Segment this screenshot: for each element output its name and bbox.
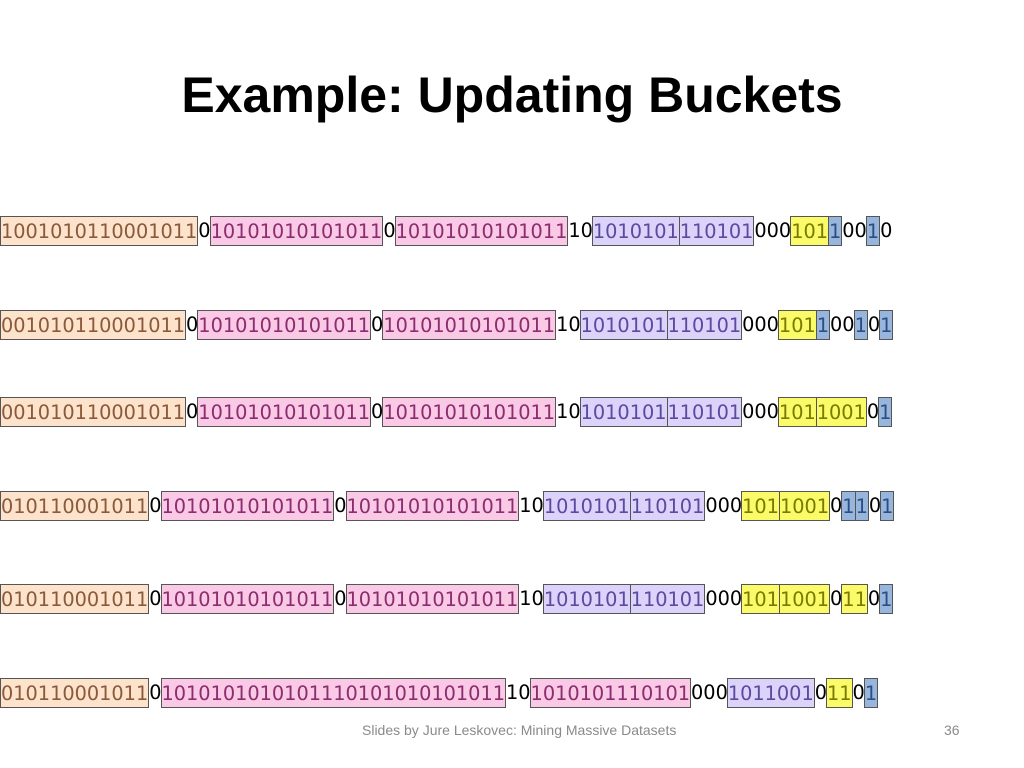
stream-bits: 10 <box>568 219 593 242</box>
bucket-yellow: 1001 <box>778 491 831 521</box>
stream-bits: 00 <box>842 219 867 242</box>
bucket-orange: 001010110001011 <box>0 310 187 340</box>
stream-bits: 0 <box>880 219 893 242</box>
bucket-orange: 001010110001011 <box>0 397 187 427</box>
bucket-orange: 010110001011 <box>0 678 150 708</box>
stream-bits: 10 <box>519 494 544 517</box>
stream-bits: 0 <box>867 313 881 336</box>
bucket-blue: 1 <box>879 310 894 340</box>
bucket-blue: 1 <box>880 491 895 521</box>
stream-bits: 0 <box>868 494 882 517</box>
stream-bits: 0 <box>149 494 162 517</box>
bucket-pink: 10101010101011 <box>345 584 520 614</box>
bucket-yellow: 1001 <box>815 397 867 427</box>
bucket-pink: 10101010101011 <box>160 491 335 521</box>
bucket-blue: 1 <box>828 216 843 246</box>
bucket-lavender: 110101 <box>629 491 706 521</box>
bucket-pink: 1010101110101 <box>529 678 692 708</box>
stream-bits: 000 <box>754 219 792 242</box>
stream-bits: 0 <box>814 681 827 704</box>
bucket-yellow: 11 <box>841 584 868 614</box>
stream-bits: 0 <box>867 587 881 610</box>
stream-bits: 0 <box>334 587 347 610</box>
stream-bits: 000 <box>705 494 743 517</box>
stream-bits: 0 <box>830 587 843 610</box>
stream-row-5: 0101100010110101010101010110101010101010… <box>0 584 894 614</box>
stream-bits: 0 <box>198 219 211 242</box>
bucket-yellow: 101 <box>790 216 829 246</box>
bucket-blue: 1 <box>879 584 894 614</box>
bucket-blue: 1 <box>841 491 856 521</box>
slide-title: Example: Updating Buckets <box>181 67 843 123</box>
bucket-yellow: 101 <box>777 397 817 427</box>
bucket-lavender: 1010101 <box>579 397 668 427</box>
bucket-pink: 10101010101011 <box>209 216 384 246</box>
stream-bits: 00 <box>830 313 855 336</box>
bucket-orange: 010110001011 <box>0 584 150 614</box>
page-number: 36 <box>944 722 960 738</box>
bucket-pink: 10101010101011 <box>394 216 569 246</box>
bucket-lavender: 110101 <box>629 584 706 614</box>
stream-bits: 0 <box>383 219 396 242</box>
stream-bits: 000 <box>742 400 779 423</box>
bucket-yellow: 1001 <box>778 584 831 614</box>
bucket-yellow: 101 <box>741 584 780 614</box>
bucket-blue: 1 <box>865 216 881 246</box>
stream-bits: 0 <box>186 400 199 423</box>
stream-bits: 0 <box>866 400 880 423</box>
bucket-pink: 10101010101011 <box>382 397 557 427</box>
stream-bits: 0 <box>852 681 865 704</box>
stream-bits: 0 <box>371 313 384 336</box>
bucket-blue: 1 <box>854 491 869 521</box>
stream-bits: 0 <box>371 400 384 423</box>
bucket-pink: 10101010101011 <box>197 397 372 427</box>
bucket-orange: 010110001011 <box>0 491 150 521</box>
bucket-lavender: 1010101 <box>542 491 631 521</box>
stream-bits: 000 <box>705 587 743 610</box>
bucket-lavender: 110101 <box>678 216 755 246</box>
stream-row-4: 0101100010110101010101010110101010101010… <box>0 491 895 521</box>
bucket-pink: 10101010101011 <box>160 584 335 614</box>
bucket-lavender: 1011001 <box>726 678 815 708</box>
stream-row-3: 0010101100010110101010101010110101010101… <box>0 397 893 427</box>
stream-bits: 0 <box>149 681 162 704</box>
bucket-pink: 10101010101011 <box>382 310 557 340</box>
stream-bits: 10 <box>556 400 581 423</box>
stream-bits: 10 <box>556 313 581 336</box>
bucket-blue: 1 <box>815 310 831 340</box>
bucket-lavender: 1010101 <box>591 216 680 246</box>
stream-bits: 10 <box>506 681 531 704</box>
slide-footer: Slides by Jure Leskovec: Mining Massive … <box>362 722 677 738</box>
bucket-pink: 10101010101011 <box>197 310 372 340</box>
bucket-blue: 1 <box>878 397 893 427</box>
stream-bits: 000 <box>691 681 728 704</box>
bucket-yellow: 11 <box>826 678 853 708</box>
stream-bits: 10 <box>519 587 544 610</box>
bucket-blue: 1 <box>863 678 879 708</box>
bucket-pink: 1010101010101110101010101011 <box>160 678 506 708</box>
stream-bits: 0 <box>830 494 843 517</box>
stream-row-1: 1001010110001011010101010101011010101010… <box>0 216 892 246</box>
bucket-pink: 10101010101011 <box>345 491 520 521</box>
bucket-lavender: 1010101 <box>579 310 668 340</box>
bucket-yellow: 101 <box>741 491 780 521</box>
bucket-yellow: 101 <box>777 310 817 340</box>
stream-bits: 0 <box>149 587 162 610</box>
stream-row-2: 0010101100010110101010101010110101010101… <box>0 310 894 340</box>
bucket-orange: 1001010110001011 <box>0 216 199 246</box>
stream-bits: 0 <box>186 313 199 336</box>
stream-bits: 0 <box>334 494 347 517</box>
stream-row-6: 0101100010110101010101010111010101010101… <box>0 678 879 708</box>
bucket-lavender: 110101 <box>666 310 743 340</box>
stream-bits: 000 <box>742 313 779 336</box>
bucket-lavender: 1010101 <box>542 584 631 614</box>
bucket-lavender: 110101 <box>666 397 743 427</box>
bucket-blue: 1 <box>853 310 868 340</box>
